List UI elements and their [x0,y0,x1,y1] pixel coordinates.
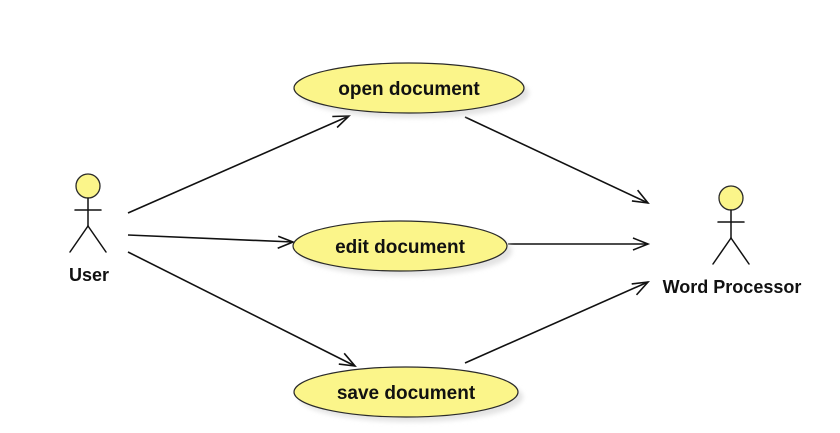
use-case-open-label: open document [338,79,480,100]
use-case-edit-document[interactable]: edit document [292,220,512,276]
use-case-edit-label: edit document [335,237,466,258]
use-case-edit-ellipse [292,220,508,272]
association-user-save [127,251,357,368]
actor-user-label: User [69,265,109,285]
actor-user-figure-icon [69,173,107,253]
actor-word-processor[interactable]: Word Processor [663,185,802,297]
use-case-save-label: save document [337,383,476,404]
use-case-save-document[interactable]: save document [293,366,523,422]
actor-word-processor-label: Word Processor [663,277,802,297]
association-open-wordprocessor [464,116,650,205]
association-user-edit [127,234,296,250]
association-edit-wordprocessor [508,237,651,251]
use-case-open-ellipse [293,62,525,114]
use-case-save-ellipse [293,366,519,418]
associations [127,115,651,368]
association-user-open [127,115,352,214]
use-case-open-document[interactable]: open document [293,62,529,118]
actor-word-processor-figure-icon [712,185,750,265]
association-save-wordprocessor [464,280,650,364]
actor-user[interactable]: User [69,173,109,285]
